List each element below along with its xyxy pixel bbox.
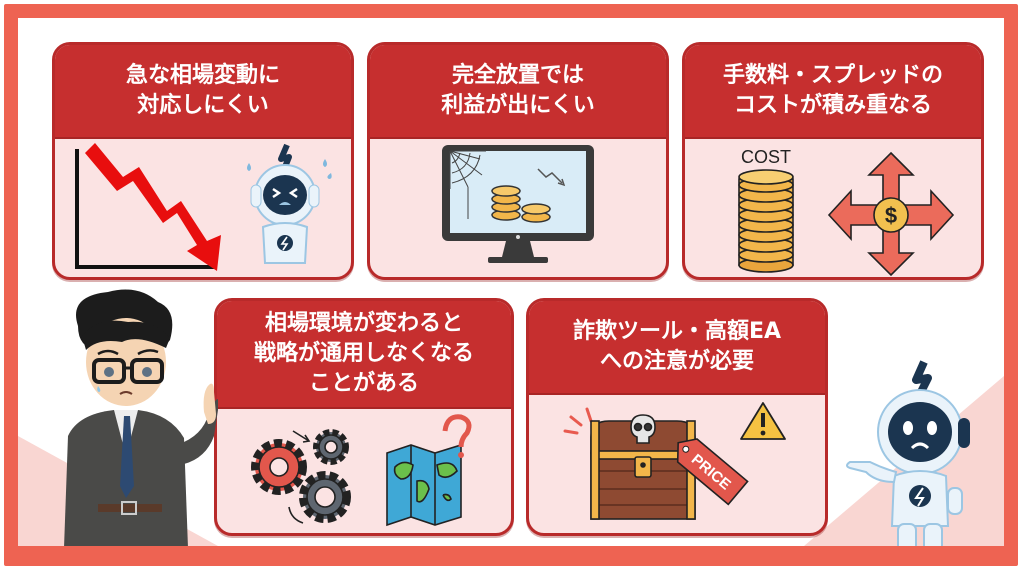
card-title-line: ことがある xyxy=(308,371,419,396)
card-header: 急な相場変動に 対応しにくい xyxy=(55,45,351,139)
outer-frame: 急な相場変動に 対応しにくい xyxy=(4,4,1018,566)
alert-lines-icon xyxy=(563,407,593,435)
card-body xyxy=(217,409,511,533)
cost-label: COST xyxy=(741,147,792,167)
card-title-line: 利益が出にくい xyxy=(441,93,595,118)
card-no-profit-unattended: 完全放置では 利益が出にくい xyxy=(367,42,669,280)
card-header: 詐欺ツール・高額EA への注意が必要 xyxy=(529,301,825,395)
card-title-line: 戦略が通用しなくなる xyxy=(253,341,474,366)
card-body: PRICE xyxy=(529,395,825,533)
monitor-cobweb-coins-icon xyxy=(442,145,594,263)
gears-icon xyxy=(251,429,351,524)
falling-chart-arrow-icon xyxy=(75,143,221,271)
card-title-line: 急な相場変動に xyxy=(125,63,280,88)
worried-robot-character xyxy=(846,360,970,546)
warning-icon xyxy=(740,402,786,440)
card-title-line: 相場環境が変わると xyxy=(264,311,463,336)
card-title-line: 完全放置では xyxy=(451,63,584,88)
card-title-line: 手数料・スプレッドの xyxy=(722,63,943,88)
card-body xyxy=(55,139,351,277)
card-body xyxy=(370,139,666,277)
card-header: 手数料・スプレッドの コストが積み重なる xyxy=(685,45,981,139)
card-title-line: 対応しにくい xyxy=(137,93,269,118)
card-costs-accumulate: 手数料・スプレッドの コストが積み重なる COST xyxy=(682,42,984,280)
card-header: 完全放置では 利益が出にくい xyxy=(370,45,666,139)
map-question-icon xyxy=(386,414,472,527)
worried-businessman-character xyxy=(64,289,218,546)
coin-stack-icon xyxy=(738,169,794,273)
card-header: 相場環境が変わると 戦略が通用しなくなる ことがある xyxy=(217,301,511,409)
inner-panel: 急な相場変動に 対応しにくい xyxy=(18,18,1004,546)
panicked-robot-icon xyxy=(247,143,332,264)
card-strategy-obsolete: 相場環境が変わると 戦略が通用しなくなる ことがある xyxy=(214,298,514,536)
card-body: COST xyxy=(685,139,981,277)
card-sudden-market-change: 急な相場変動に 対応しにくい xyxy=(52,42,354,280)
dollar-four-arrows-icon: $ xyxy=(827,151,955,277)
card-scam-tools-warning: 詐欺ツール・高額EA への注意が必要 xyxy=(526,298,828,536)
card-title-line: への注意が必要 xyxy=(599,349,754,374)
skull-treasure-chest-icon xyxy=(590,414,696,520)
svg-text:$: $ xyxy=(885,203,897,228)
card-title-line: 詐欺ツール・高額EA xyxy=(572,319,782,344)
card-title-line: コストが積み重なる xyxy=(733,93,932,118)
